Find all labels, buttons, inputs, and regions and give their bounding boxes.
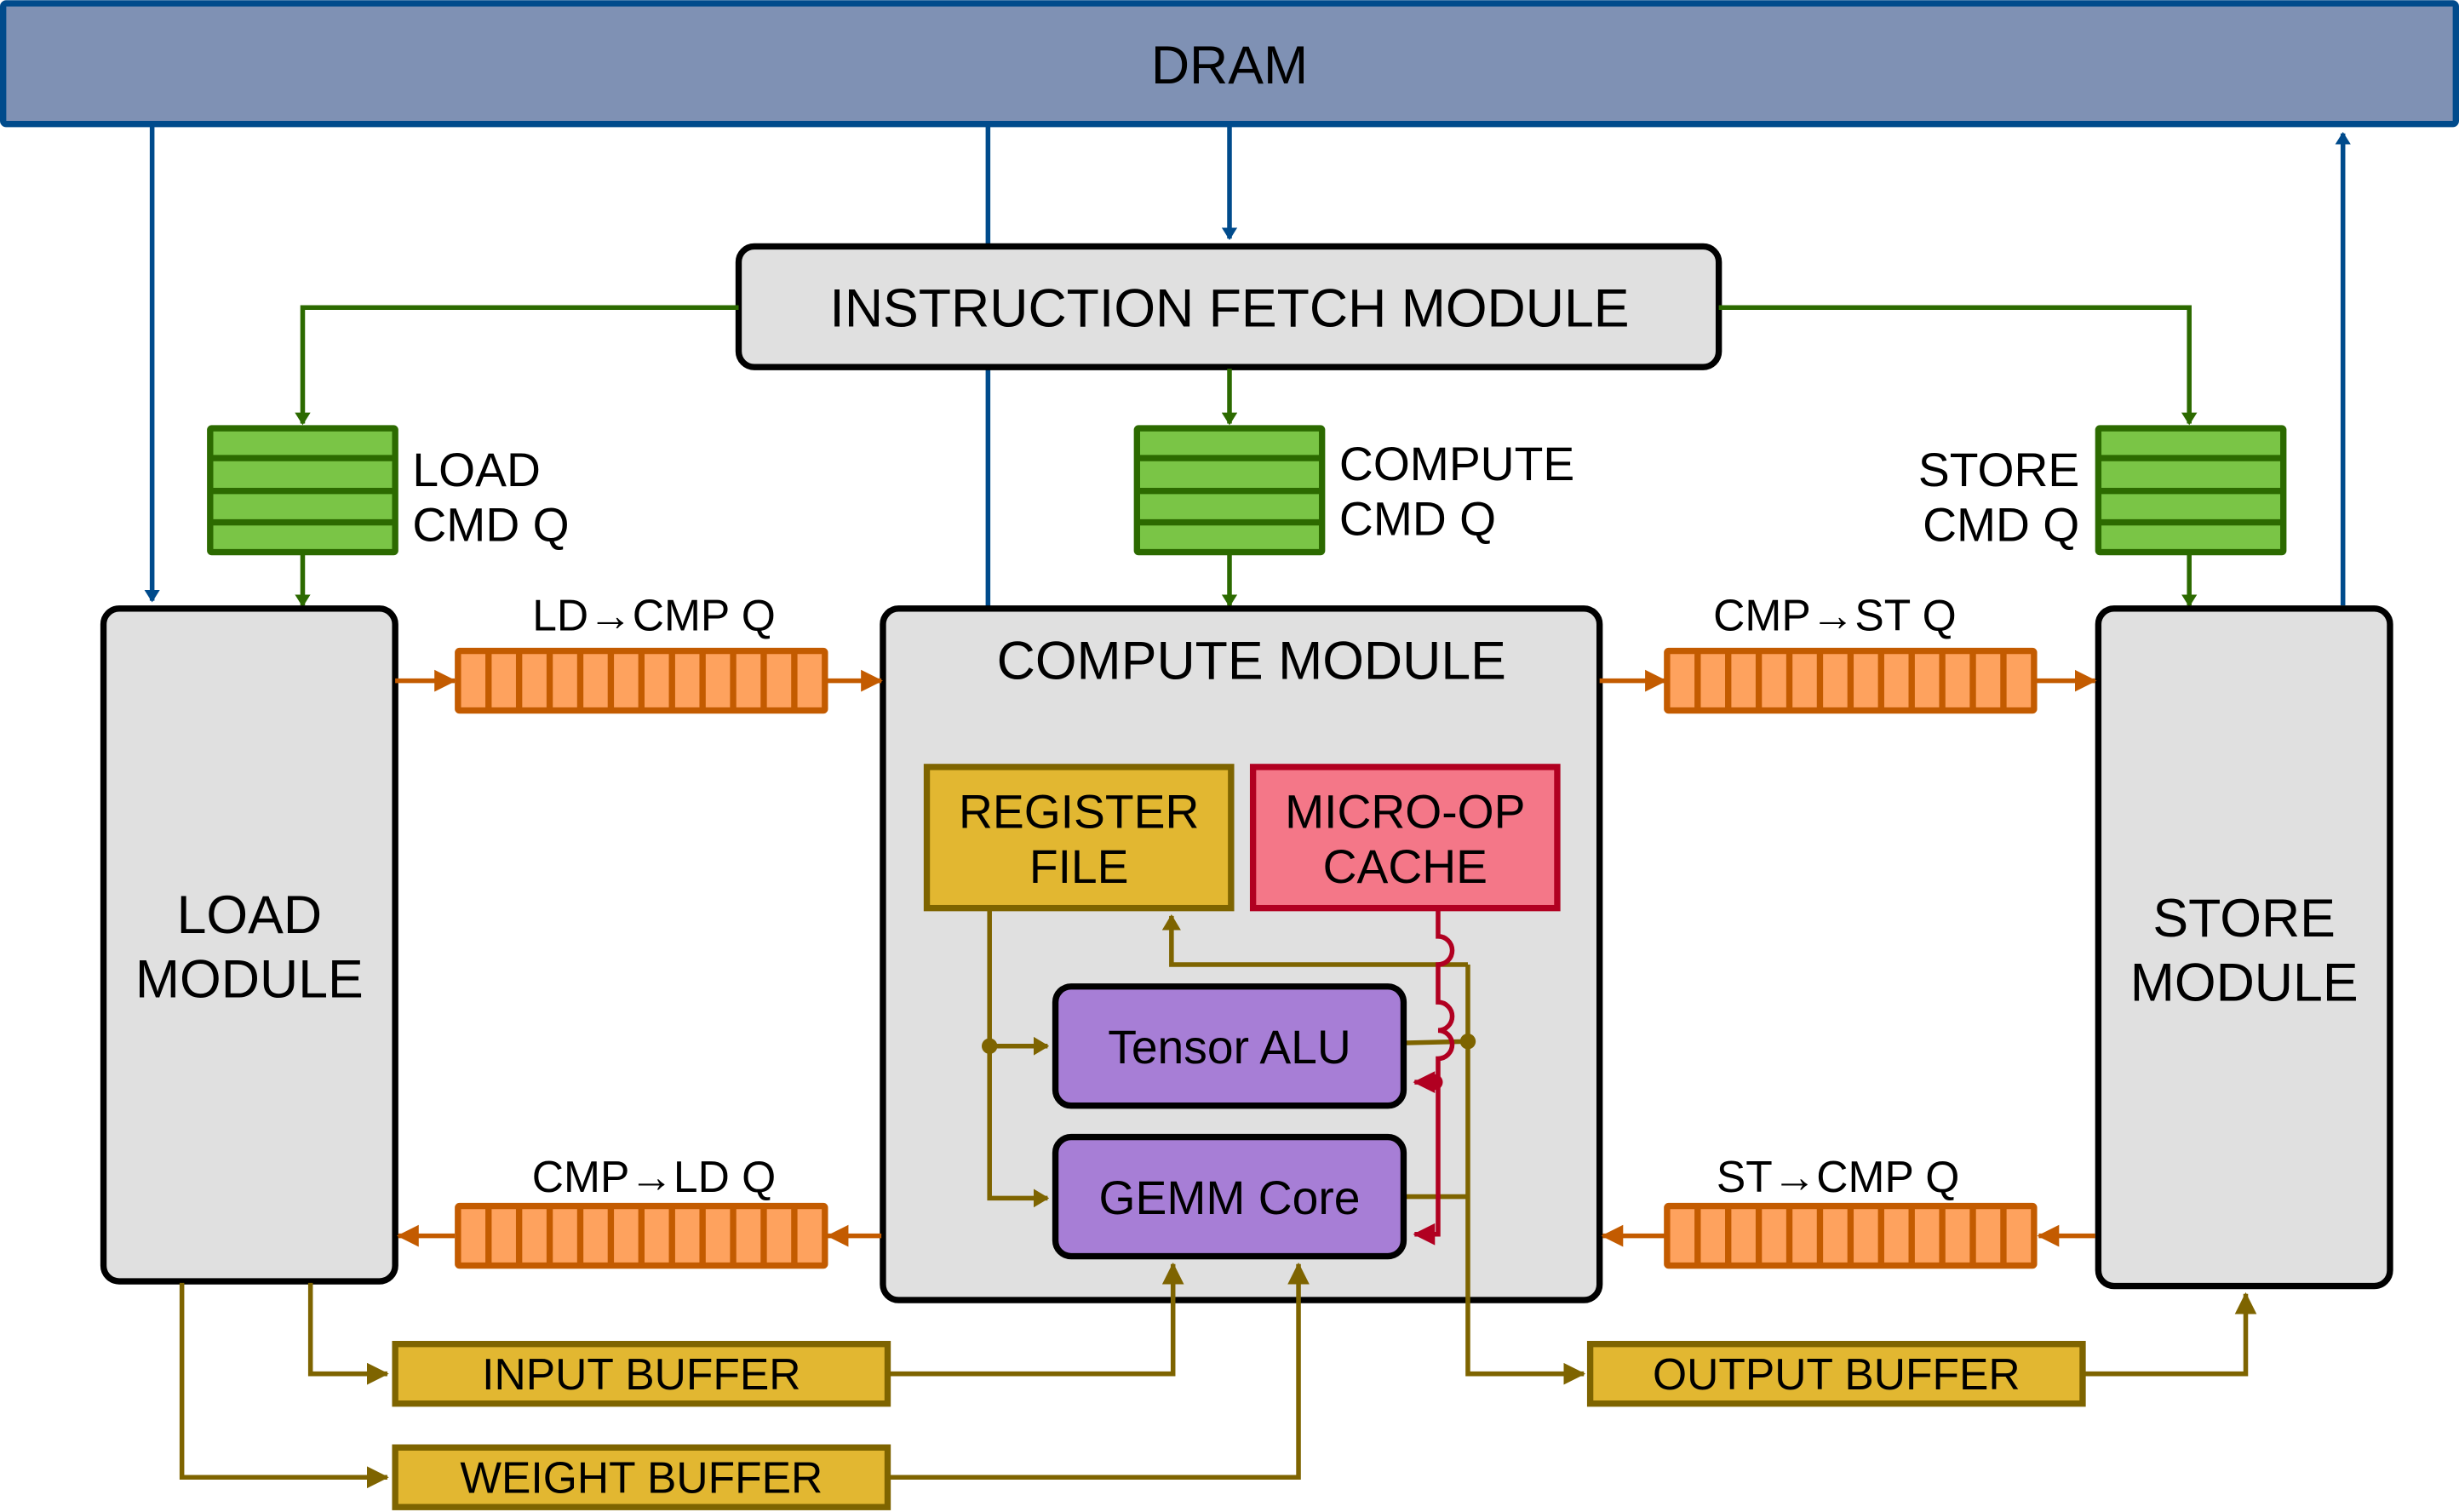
load-module-label-line2: MODULE: [135, 950, 364, 1010]
buffer-wiring: [179, 1262, 2257, 1489]
tensor-alu-label: Tensor ALU: [1108, 1021, 1351, 1074]
compute-to-output-buffer-arrow: [1465, 964, 1586, 1385]
load-module-label-line1: LOAD: [177, 885, 322, 945]
junction-dot: [1459, 1034, 1476, 1050]
instruction-fetch-module: INSTRUCTION FETCH MODULE: [735, 243, 1722, 370]
compute-cmd-queue: COMPUTE CMD Q: [1133, 425, 1574, 556]
instruction-fetch-label: INSTRUCTION FETCH MODULE: [829, 278, 1629, 338]
micro-op-to-gemm-arrow: [1413, 909, 1455, 1246]
dram-block: DRAM: [0, 0, 2459, 128]
cmp-st-queue-label: CMP→ST Q: [1713, 591, 1957, 640]
input-buffer-to-gemm-arrow: [887, 1262, 1184, 1377]
st-cmp-queue: [1664, 1202, 2038, 1269]
cmp-st-queue: [1664, 647, 2038, 714]
ld-cmp-queue: [455, 647, 828, 714]
register-file-label-line1: REGISTER: [959, 786, 1199, 839]
output-buffer-label: OUTPUT BUFFER: [1653, 1349, 2021, 1399]
gemm-core: GEMM Core: [1052, 1133, 1407, 1260]
compute-cmdq-label-line2: CMD Q: [1339, 492, 1496, 545]
dependency-queues: [455, 647, 2038, 1269]
cmp-ld-queue-label: CMP→LD Q: [532, 1152, 777, 1201]
load-cmdq-label-line2: CMD Q: [412, 499, 569, 552]
tensor-alu: Tensor ALU: [1052, 983, 1407, 1109]
alu-output-wire: [1405, 1039, 1469, 1045]
junction-dot: [981, 1038, 998, 1054]
dram-label: DRAM: [1151, 36, 1308, 95]
compute-cmdq-label-line1: COMPUTE: [1339, 438, 1574, 490]
output-buffer: OUTPUT BUFFER: [1586, 1341, 2086, 1407]
weight-buffer-label: WEIGHT BUFFER: [460, 1453, 823, 1503]
ld-cmp-queue-label: LD→CMP Q: [532, 591, 776, 640]
load-cmd-queue: LOAD CMD Q: [207, 425, 570, 556]
input-buffer: INPUT BUFFER: [392, 1341, 891, 1407]
register-file-label-line2: FILE: [1029, 840, 1129, 893]
junction-dot: [1427, 1074, 1443, 1091]
load-cmdq-label-line1: LOAD: [412, 444, 540, 496]
dependency-queue-labels: LD→CMP Q CMP→ST Q CMP→LD Q ST→CMP Q: [532, 591, 1960, 1201]
weight-buffer: WEIGHT BUFFER: [392, 1444, 891, 1510]
store-module: STORE MODULE: [2095, 605, 2393, 1290]
weight-buffer-to-gemm-arrow: [887, 1262, 1310, 1480]
store-module-label-line2: MODULE: [2130, 953, 2359, 1012]
fetch-to-load-cmdq-arrow: [295, 305, 739, 426]
load-to-weight-buffer-arrow: [179, 1282, 389, 1489]
load-module: LOAD MODULE: [100, 605, 398, 1285]
writeback-to-register-arrow: [1161, 914, 1468, 967]
register-to-gemm-arrow: [987, 909, 1050, 1208]
output-buffer-to-store-arrow: [2082, 1292, 2257, 1377]
command-connections: [295, 305, 2198, 608]
cmp-ld-queue: [455, 1202, 828, 1269]
st-cmp-queue-label: ST→CMP Q: [1717, 1152, 1960, 1201]
fetch-to-store-cmdq-arrow: [1718, 305, 2198, 426]
compute-internal-wiring: [987, 909, 1586, 1385]
compute-module-label: COMPUTE MODULE: [997, 632, 1506, 691]
store-cmd-queue: STORE CMD Q: [1918, 425, 2287, 556]
micro-op-cache: MICRO-OP CACHE: [1249, 764, 1561, 912]
store-cmdq-label-line1: STORE: [1918, 444, 2079, 496]
micro-op-cache-label-line1: MICRO-OP: [1285, 786, 1525, 839]
load-to-input-buffer-arrow: [307, 1282, 389, 1385]
gemm-core-label: GEMM Core: [1099, 1171, 1361, 1224]
input-buffer-label: INPUT BUFFER: [482, 1349, 800, 1399]
store-cmdq-label-line2: CMD Q: [1923, 499, 2079, 552]
store-module-label-line1: STORE: [2152, 889, 2336, 948]
micro-op-cache-label-line2: CACHE: [1323, 840, 1487, 893]
register-file: REGISTER FILE: [923, 764, 1235, 912]
dependency-arrows: [395, 669, 2097, 1247]
